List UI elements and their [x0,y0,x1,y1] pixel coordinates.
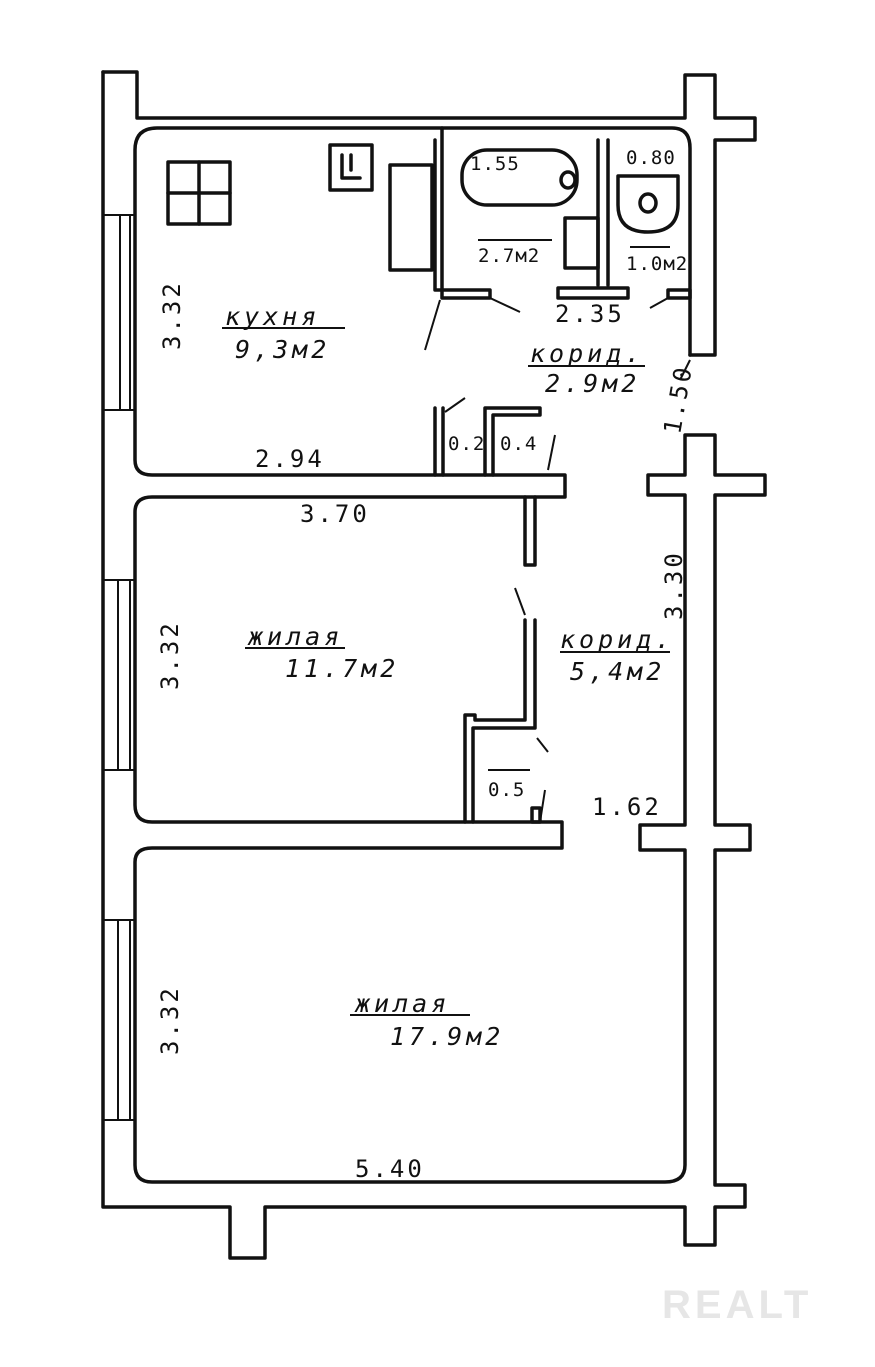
bath-width: 2.35 [555,300,625,328]
washbasin-icon [563,216,600,270]
living2-name: жилая [354,989,450,1018]
living1-height-dim: 3.32 [156,620,184,690]
kitchen-area: 9,3м2 [235,335,330,364]
corridor1-name: корид. [530,339,644,368]
drain-icon [559,170,577,190]
counter-icon [388,163,434,272]
bath-area: 2.7м2 [478,245,540,267]
living2-area: 17.9м2 [390,1022,504,1051]
corridor2-height-dim: 3.30 [660,550,688,620]
sink-icon [328,143,374,192]
closet-b-dim: 0.4 [500,433,537,455]
corridor2-area: 5,4м2 [570,657,665,686]
labels: кухня 9,3м2 1.55 2.7м2 0.80 1.0м2 2.35 к… [156,147,698,1183]
living1-width-dim: 3.70 [300,500,370,528]
corridor2-name: корид. [560,625,674,654]
kitchen-width-dim: 2.94 [255,445,325,473]
toilet-length: 0.80 [626,147,676,169]
toilet-area: 1.0м2 [626,253,688,275]
kitchen-name: кухня [225,302,320,331]
closet-a-dim: 0.2 [448,433,485,455]
living1-name: жилая [247,622,343,651]
bathtub-icon [460,148,579,207]
corridor2-width-dim: 1.62 [592,793,662,821]
kitchen-height-dim: 3.32 [158,280,186,350]
corridor1-area: 2.9м2 [545,369,640,398]
closet-c-dim: 0.5 [488,779,525,801]
living2-height-dim: 3.32 [156,985,184,1055]
walls [101,70,767,1260]
living2-width-dim: 5.40 [355,1155,425,1183]
toilet-icon [616,174,680,234]
watermark-logo: REALT [662,1283,812,1327]
bath-length: 1.55 [470,153,520,175]
living1-area: 11.7м2 [285,654,399,683]
fixtures [166,143,680,272]
stove-icon [166,160,232,226]
corridor-diag-dim: 1.50 [658,362,698,436]
